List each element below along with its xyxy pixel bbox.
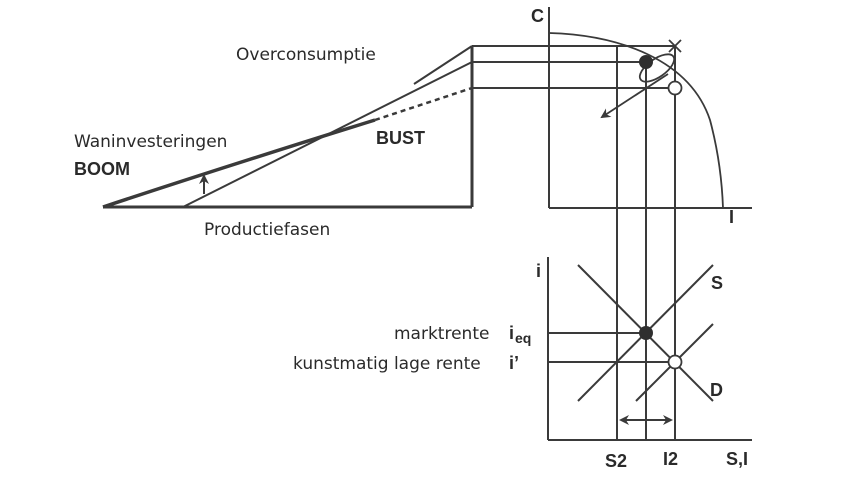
ppf-panel: C I — [531, 6, 752, 227]
i2-label: I2 — [663, 449, 678, 469]
production-stages-label: Productiefasen — [204, 220, 330, 240]
malinvestment-label: Waninvesteringen — [74, 132, 227, 152]
bust-dashed-extension — [374, 86, 473, 122]
original-triangle-hypotenuse — [182, 61, 473, 208]
low-rate-point — [667, 354, 683, 370]
overconsumption-line — [413, 45, 473, 85]
c-axis-label: C — [531, 6, 544, 26]
overconsumption-label: Overconsumptie — [236, 45, 376, 65]
boom-label: BOOM — [74, 159, 130, 179]
supply-label: S — [711, 273, 723, 293]
bust-label: BUST — [376, 128, 425, 148]
inward-arrow-icon — [600, 73, 669, 119]
market-rate-subscript: eq — [515, 330, 531, 346]
loanable-funds-panel: i S D S2 I2 S,I marktrente i eq kunstmat… — [293, 257, 752, 471]
s2-label: S2 — [605, 451, 627, 471]
market-rate-symbol: i — [509, 323, 514, 343]
ppf-equilibrium-point — [639, 55, 653, 69]
market-equilibrium-point — [639, 326, 653, 340]
low-rate-label: kunstmatig lage rente — [293, 354, 481, 374]
demand-label: D — [710, 380, 723, 400]
ppf-distorted-point — [667, 80, 683, 96]
i-axis-label: i — [536, 261, 541, 281]
market-rate-label: marktrente — [394, 324, 489, 344]
ppf-curve — [548, 32, 724, 209]
hayekian-triangle: Overconsumptie Waninvesteringen BOOM BUS… — [74, 45, 474, 240]
vertical-connectors — [616, 46, 676, 440]
si-axis-label: S,I — [726, 449, 748, 469]
boom-triangle-hypotenuse — [102, 118, 376, 209]
low-rate-symbol: i’ — [509, 353, 519, 373]
i-axis-label: I — [729, 207, 734, 227]
